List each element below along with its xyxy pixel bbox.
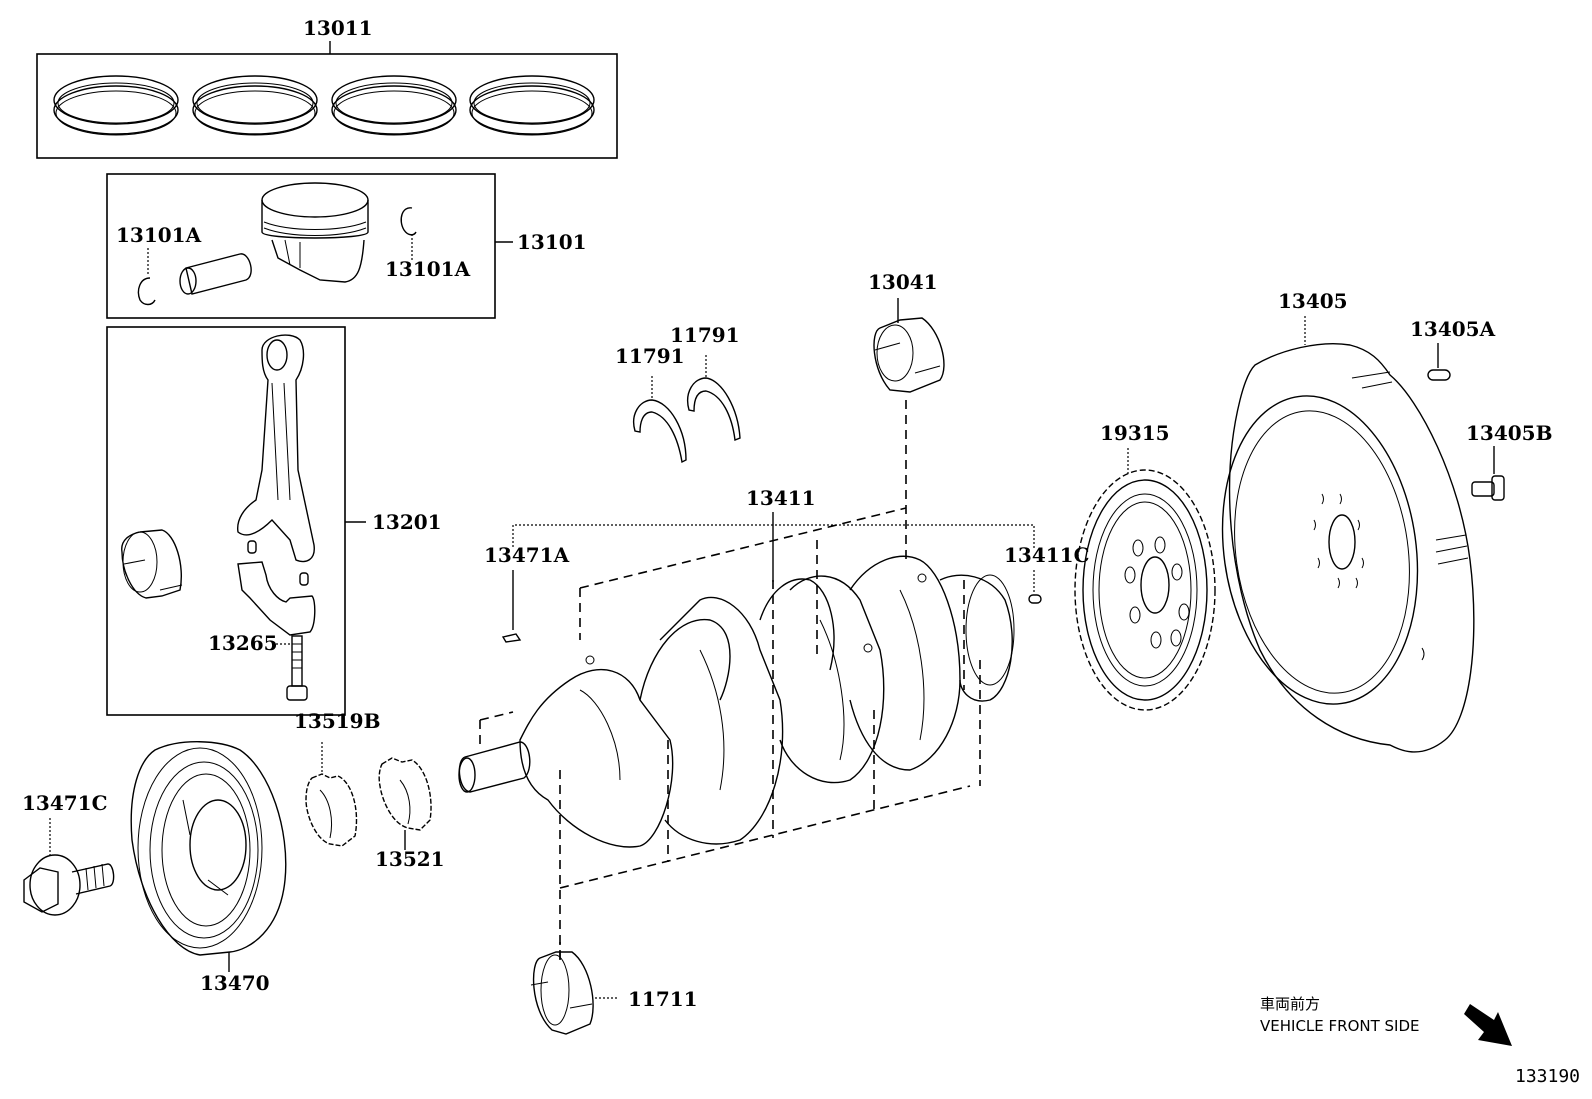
piston-icon [261, 182, 369, 283]
label-19315[interactable]: 19315 [1100, 421, 1170, 445]
bearing-shell-icon [121, 529, 183, 599]
label-13411[interactable]: 13411 [746, 486, 816, 510]
thrust-washer-group: 11791 11791 [615, 323, 741, 464]
label-13011[interactable]: 13011 [303, 16, 373, 40]
snap-ring-icon [137, 277, 156, 306]
label-13411C[interactable]: 13411C [1004, 543, 1090, 567]
label-11791-right[interactable]: 11791 [670, 323, 740, 347]
label-11791-left[interactable]: 11791 [615, 344, 685, 368]
arrow-down-right-icon [1464, 1004, 1512, 1046]
crankshaft-pulley-icon [130, 741, 287, 956]
piston-ring-set-box [36, 53, 618, 159]
label-13101A-left[interactable]: 13101A [116, 223, 202, 247]
piston-box [106, 173, 496, 319]
label-13101[interactable]: 13101 [517, 230, 587, 254]
flywheel-icon [1221, 343, 1475, 753]
label-13405B[interactable]: 13405B [1466, 421, 1552, 445]
timing-rotor-icon [1074, 469, 1216, 711]
connecting-rod-cap-icon [237, 561, 316, 636]
flywheel-group: 13405 13405A 13405B [1221, 289, 1552, 753]
piston-ring-set-group: 13011 [36, 16, 618, 159]
rod-bolt-icon [286, 635, 308, 701]
pulley-bolt-icon [23, 854, 115, 916]
label-11711[interactable]: 11711 [628, 987, 698, 1011]
label-13519B[interactable]: 13519B [294, 709, 380, 733]
main-bearing-lower-group: 11711 [530, 942, 698, 1035]
piston-ring-icon [53, 75, 179, 136]
piston-ring-icon [469, 75, 595, 136]
diagram-code: 133190 [1515, 1066, 1580, 1087]
dowel-pin-icon [247, 540, 257, 554]
washer-gear-icon [305, 773, 358, 847]
label-13265[interactable]: 13265 [208, 631, 278, 655]
orientation-japanese: 車両前方 [1260, 995, 1320, 1013]
crankshaft-icon [458, 555, 1015, 848]
label-13405[interactable]: 13405 [1278, 289, 1348, 313]
orientation-indicator: 車両前方 VEHICLE FRONT SIDE [1260, 995, 1512, 1046]
label-13521[interactable]: 13521 [375, 847, 445, 871]
crankshaft-group: 13411 13471A 13411C [458, 486, 1090, 960]
connecting-rod-group: 13201 13265 [106, 326, 442, 716]
crank-key-icon [501, 633, 522, 643]
flywheel-bolt-icon [1471, 475, 1505, 501]
piston-pin-icon [179, 253, 252, 295]
main-bearing-upper-group: 13041 [868, 270, 945, 560]
crank-pin-icon [1028, 594, 1042, 604]
piston-subassy-group: 13101 13101A 13101A [106, 173, 587, 319]
label-13041[interactable]: 13041 [868, 270, 938, 294]
orientation-english: VEHICLE FRONT SIDE [1260, 1017, 1420, 1035]
bearing-shell-icon [530, 951, 594, 1035]
timing-gear-icon [378, 757, 432, 831]
connecting-rod-icon [237, 334, 315, 563]
thrust-washer-icon [633, 399, 687, 464]
connecting-rod-box [106, 326, 346, 716]
label-13101A-right[interactable]: 13101A [385, 257, 471, 281]
pulley-group: 13471C 13470 13519B [22, 709, 445, 995]
piston-ring-icon [331, 75, 457, 136]
label-13470[interactable]: 13470 [200, 971, 270, 995]
label-13471C[interactable]: 13471C [22, 791, 108, 815]
dowel-pin-icon [299, 572, 309, 586]
label-13405A[interactable]: 13405A [1410, 317, 1496, 341]
thrust-washer-icon [687, 377, 741, 441]
timing-sensor-plate-group: 19315 [1074, 421, 1216, 711]
dowel-pin-icon [1427, 369, 1451, 381]
label-13201[interactable]: 13201 [372, 510, 442, 534]
piston-ring-icon [192, 75, 318, 136]
snap-ring-icon [400, 207, 417, 236]
label-13471A[interactable]: 13471A [484, 543, 570, 567]
bearing-shell-icon [873, 317, 945, 393]
